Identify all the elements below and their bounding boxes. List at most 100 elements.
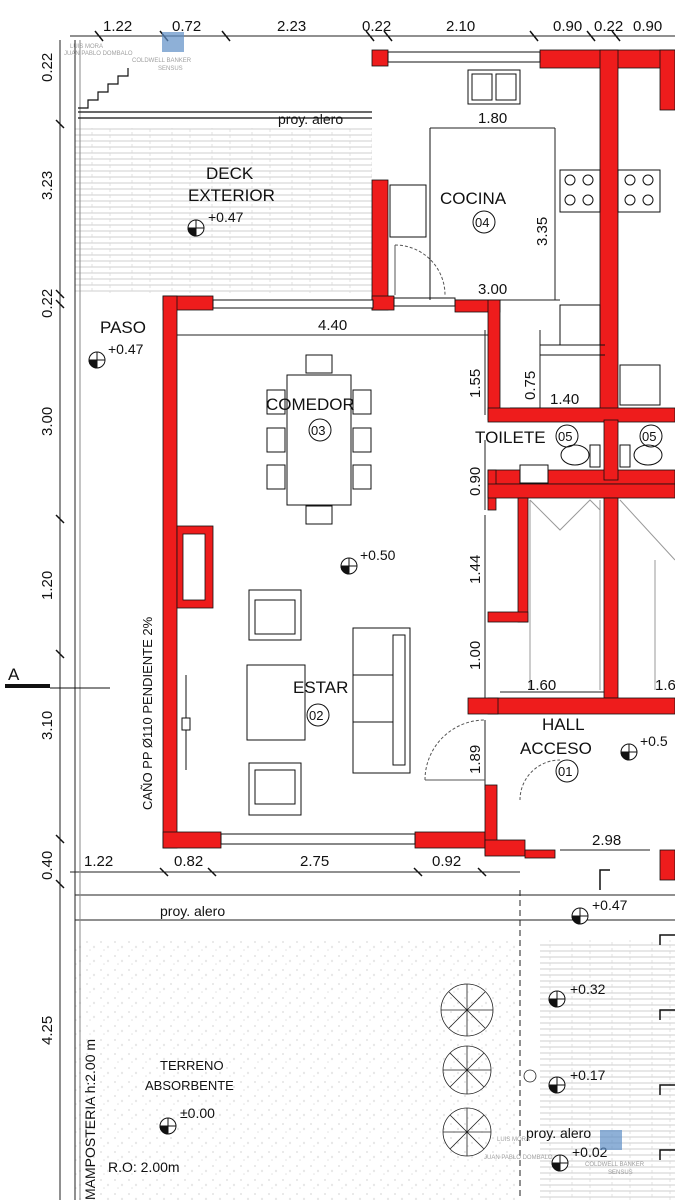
paso-level: +0.47 <box>108 341 144 357</box>
dim-bottom-2: 2.75 <box>300 853 329 870</box>
dim-h-16-cut: 1.6 <box>655 677 675 694</box>
dim-left-0: 0.22 <box>39 53 56 82</box>
deck-label-1: DECK <box>206 164 254 183</box>
level-marker-hall <box>620 743 638 761</box>
level-marker-017 <box>548 1076 566 1094</box>
dimension-lines <box>59 35 675 1200</box>
dim-bottom-3: 0.92 <box>432 853 461 870</box>
section-letter: A <box>8 665 20 684</box>
dim-kitchen-depth: 3.35 <box>534 217 551 246</box>
living-level: +0.50 <box>360 547 396 563</box>
stairs-top <box>78 68 372 119</box>
dim-dining-width: 4.40 <box>318 317 347 334</box>
level-002: +0.02 <box>572 1144 608 1160</box>
hall-level: +0.5 <box>640 733 668 749</box>
dim-top-4: 2.10 <box>446 18 475 35</box>
dining-table <box>266 354 372 525</box>
stairs-bottom <box>599 869 675 1160</box>
level-markers <box>88 219 638 1172</box>
dim-kitchen-width: 3.00 <box>478 281 507 298</box>
deck-label-2: EXTERIOR <box>188 186 275 205</box>
dim-top-1: 0.72 <box>172 18 201 35</box>
dim-left-6: 0.40 <box>39 851 56 880</box>
dim-left-4: 1.20 <box>39 571 56 600</box>
left-dimensions: 0.22 3.23 0.22 3.00 1.20 3.10 0.40 4.25 <box>39 53 56 1045</box>
dining-label: COMEDOR <box>266 395 355 414</box>
dim-left-2: 0.22 <box>39 289 56 318</box>
watermark-brand-bottom: COLDWELL BANKER <box>585 1162 645 1168</box>
watermark-top: COLDWELL BANKER SENSUS LUIS MORA JUAN PA… <box>64 32 192 72</box>
level-marker-living <box>340 557 358 575</box>
dim-top-7: 0.90 <box>633 18 662 35</box>
kitchen-number: 04 <box>475 215 489 230</box>
living-number: 02 <box>309 708 323 723</box>
room-labels: DECK EXTERIOR +0.47 COCINA 04 COMEDOR 03… <box>100 164 668 1121</box>
toilet-fixtures <box>519 444 663 484</box>
toilet-number-2: 05 <box>642 429 656 444</box>
dim-v-155: 1.55 <box>467 369 484 398</box>
watermark-agent1-bottom: LUIS MORA <box>497 1137 530 1143</box>
deck-level: +0.47 <box>208 209 244 225</box>
terrain-level: ±0.00 <box>180 1105 215 1121</box>
dim-top-3: 0.22 <box>362 18 391 35</box>
watermark-agent2-bottom: JUAN PABLO DOMBALO <box>484 1155 553 1161</box>
dim-h-298: 2.98 <box>592 832 621 849</box>
dim-top-2: 2.23 <box>277 18 306 35</box>
wall-note: MAMPOSTERIA h:2.00 m <box>82 1039 98 1200</box>
dim-kitchen-counter: 1.80 <box>478 110 507 127</box>
level-marker-paso <box>88 351 106 369</box>
living-label: ESTAR <box>293 678 348 697</box>
terrain-label-1: TERRENO <box>160 1058 224 1073</box>
dim-left-5: 3.10 <box>39 711 56 740</box>
dim-left-1: 3.23 <box>39 171 56 200</box>
kitchen-label: COCINA <box>440 189 507 208</box>
dim-bottom-0: 1.22 <box>84 853 113 870</box>
living-furniture <box>181 589 411 816</box>
dim-left-7: 4.25 <box>39 1016 56 1045</box>
watermark-office-top: SENSUS <box>158 66 183 72</box>
watermark-brand-top: COLDWELL BANKER <box>132 58 192 64</box>
level-047: +0.47 <box>592 897 628 913</box>
level-marker-047 <box>571 907 589 925</box>
bottom-dimensions: 1.22 0.82 2.75 0.92 <box>84 853 461 870</box>
interior-dimensions: 1.80 3.35 3.00 4.40 1.55 0.75 1.40 0.90 … <box>318 110 675 849</box>
top-dimensions: 1.22 0.72 2.23 0.22 2.10 0.90 0.22 0.90 <box>103 18 662 35</box>
dim-h-160: 1.60 <box>527 677 556 694</box>
dim-v-100: 1.00 <box>467 641 484 670</box>
dim-v-189: 1.89 <box>467 745 484 774</box>
dim-v-075: 0.75 <box>522 371 539 400</box>
dim-v-090: 0.90 <box>467 467 484 496</box>
plant-1 <box>440 983 494 1037</box>
watermark-agent2-top: JUAN PABLO DOMBALO <box>64 51 133 57</box>
dim-bottom-1: 0.82 <box>174 853 203 870</box>
dining-number: 03 <box>311 423 325 438</box>
level-marker-032 <box>548 990 566 1008</box>
deck-floor <box>75 128 372 293</box>
annotations: proy. alero proy. alero proy. alero CAÑO… <box>8 111 628 1200</box>
hall-number: 01 <box>558 764 572 779</box>
watermark-logo-top <box>162 32 184 52</box>
eave-mid: proy. alero <box>160 903 225 919</box>
plant-3 <box>442 1107 492 1157</box>
paso-label: PASO <box>100 318 146 337</box>
watermark-logo-bottom <box>600 1130 622 1150</box>
dim-top-5: 0.90 <box>553 18 582 35</box>
watermark-agent1-top: LUIS MORA <box>70 44 103 50</box>
door-swings <box>394 244 561 801</box>
hall-label-1: HALL <box>542 715 585 734</box>
room-number-circles <box>306 210 663 783</box>
level-marker-deck <box>187 219 205 237</box>
watermark-office-bottom: SENSUS <box>608 1170 633 1176</box>
dim-top-0: 1.22 <box>103 18 132 35</box>
level-marker-002 <box>551 1154 569 1172</box>
ro-note: R.O: 2.00m <box>108 1159 180 1175</box>
section-mark <box>5 684 110 689</box>
dim-v-144: 1.44 <box>467 555 484 584</box>
toilet-label: TOILETE <box>475 428 546 447</box>
plant-2 <box>442 1045 492 1095</box>
level-017: +0.17 <box>570 1067 606 1083</box>
watermark-bottom: COLDWELL BANKER SENSUS LUIS MORA JUAN PA… <box>484 1130 645 1176</box>
drain-note: CAÑO PP Ø110 PENDIENTE 2% <box>140 616 155 810</box>
dim-top-6: 0.22 <box>594 18 623 35</box>
